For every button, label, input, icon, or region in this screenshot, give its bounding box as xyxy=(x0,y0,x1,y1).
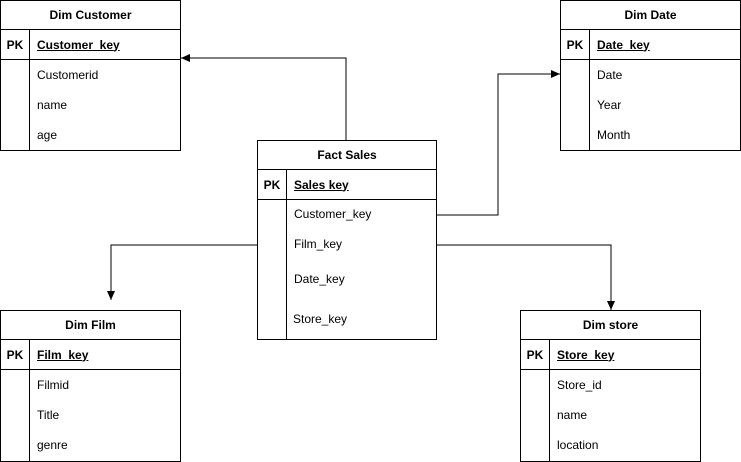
field-item: Title xyxy=(37,408,60,422)
pk-label: PK xyxy=(561,30,590,59)
field-item: Film_key xyxy=(294,237,343,251)
table-dim-film[interactable]: Dim Film PK Film_key Filmid Title genre xyxy=(0,310,181,462)
field-item: name xyxy=(37,98,68,112)
table-title: Fact Sales xyxy=(258,141,436,170)
field-item: Store_id xyxy=(557,378,602,392)
pk-field: Store_key xyxy=(557,347,615,362)
pk-label: PK xyxy=(1,340,30,369)
field-list: Filmid Title genre xyxy=(1,370,180,461)
pk-row: PK Store_key xyxy=(521,340,700,370)
field-item: Date xyxy=(597,68,623,82)
table-title: Dim Film xyxy=(1,311,180,340)
pk-field: Sales key xyxy=(294,177,349,192)
field-item: genre xyxy=(37,438,68,452)
pk-label: PK xyxy=(521,340,550,369)
field-list: Store_id name location xyxy=(521,370,700,461)
table-dim-customer[interactable]: Dim Customer PK Customer_key Customerid … xyxy=(0,0,181,151)
table-title: Dim Date xyxy=(561,1,740,30)
pk-label: PK xyxy=(1,30,30,59)
field-list: Customer_key Film_key Date_key Store_key xyxy=(258,200,436,339)
field-item: age xyxy=(37,128,58,142)
field-item: Month xyxy=(597,128,631,142)
field-list: Date Year Month xyxy=(561,60,740,150)
field-item: Filmid xyxy=(37,378,69,392)
pk-row: PK Film_key xyxy=(1,340,180,370)
field-item: Store_key xyxy=(293,312,348,326)
connector-fact-to-store xyxy=(437,244,615,310)
field-item: name xyxy=(557,408,588,422)
pk-label: PK xyxy=(258,170,287,199)
field-list: Customerid name age xyxy=(1,60,180,150)
connector-fact-to-date xyxy=(437,70,560,216)
pk-field: Film_key xyxy=(37,347,89,362)
field-item: Year xyxy=(597,98,622,112)
field-item: Customerid xyxy=(37,68,99,82)
pk-row: PK Date_key xyxy=(561,30,740,60)
pk-field: Customer_key xyxy=(37,37,120,52)
connector-fact-to-film xyxy=(107,244,257,300)
table-fact-sales[interactable]: Fact Sales PK Sales key Customer_key Fil… xyxy=(257,140,437,340)
field-item: Date_key xyxy=(294,272,345,286)
field-item: Customer_key xyxy=(294,207,372,221)
table-title: Dim store xyxy=(521,311,700,340)
pk-row: PK Sales key xyxy=(258,170,436,200)
field-item: location xyxy=(557,438,599,452)
table-dim-store[interactable]: Dim store PK Store_key Store_id name loc… xyxy=(520,310,701,462)
connector-fact-to-customer xyxy=(181,54,347,140)
pk-row: PK Customer_key xyxy=(1,30,180,60)
table-dim-date[interactable]: Dim Date PK Date_key Date Year Month xyxy=(560,0,741,151)
table-title: Dim Customer xyxy=(1,1,180,30)
pk-field: Date_key xyxy=(597,37,650,52)
